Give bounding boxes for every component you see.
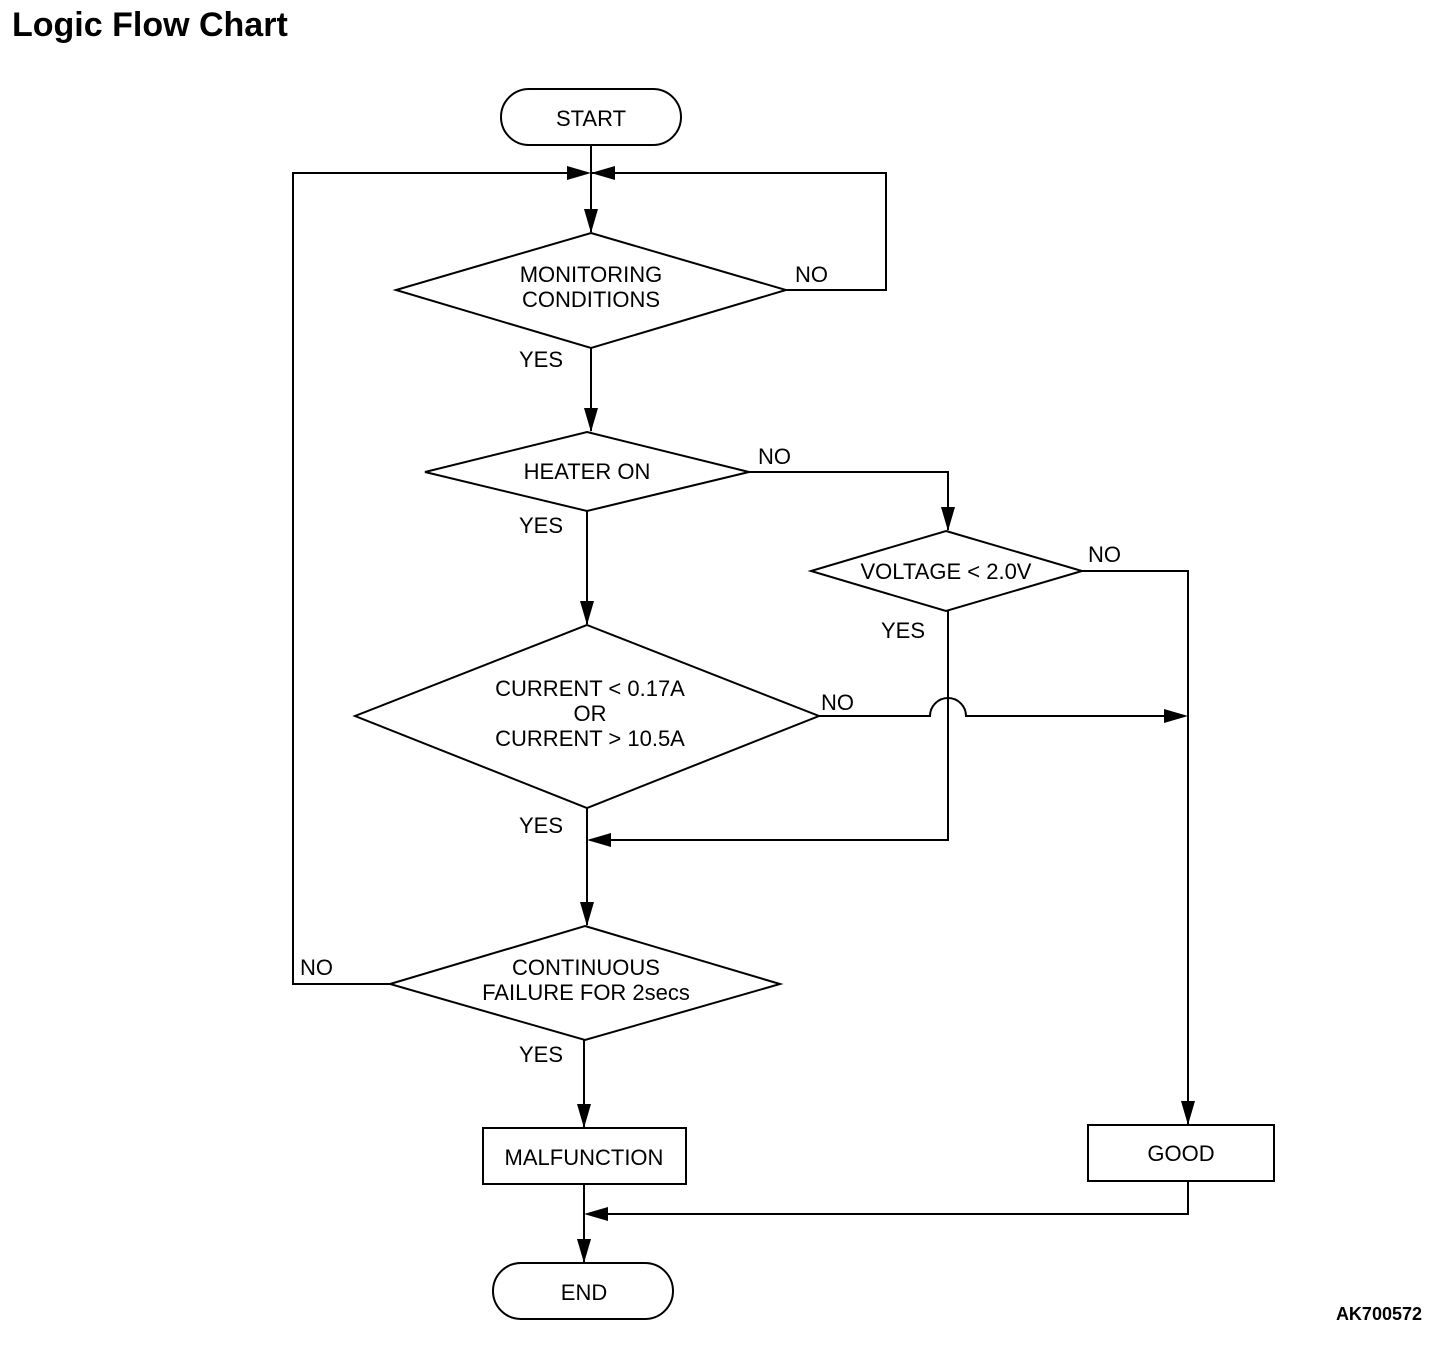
edge-current-no [819,697,1184,717]
node-label: OR [574,701,607,726]
node-monitoring-conditions: MONITORING CONDITIONS [392,231,790,350]
edge-label-monitoring-yes: YES [519,347,563,372]
node-label: CONDITIONS [522,287,660,312]
decision-shape [352,623,822,810]
node-malfunction: MALFUNCTION [482,1127,687,1185]
edge-label-heater-yes: YES [519,513,563,538]
node-label: HEATER ON [524,459,651,484]
decision-shape [386,924,784,1042]
process-shape [482,1127,687,1185]
edge-label-current-yes: YES [519,813,563,838]
edge-label-voltage-yes: YES [881,618,925,643]
node-label: VOLTAGE < 2.0V [861,559,1032,584]
node-label: MONITORING [520,262,663,287]
edge-voltage-yes [590,611,949,841]
arrowhead [941,507,955,531]
node-good: GOOD [1087,1124,1275,1182]
edge-label-current-no: NO [821,690,854,715]
node-label: GOOD [1147,1141,1214,1166]
node-label: CURRENT > 10.5A [495,726,685,751]
node-label: CONTINUOUS [512,955,660,980]
edge-labels: NO YES NO YES NO YES NO YES NO YES [300,262,1121,1067]
edge-label-voltage-no: NO [1088,542,1121,567]
arrowhead [580,601,594,625]
arrowhead [1164,709,1188,723]
arrowhead [577,1104,591,1128]
page-title: Logic Flow Chart [12,6,288,44]
arrowhead [584,1207,608,1221]
node-end: END [492,1262,674,1320]
process-shape [1087,1124,1275,1182]
arrowhead [1181,1101,1195,1125]
node-label: START [556,106,626,131]
arrowheads [567,166,1195,1263]
node-label: CURRENT < 0.17A [495,676,685,701]
node-label: MALFUNCTION [505,1145,664,1170]
arrowhead [580,902,594,926]
edge-label-continuous-yes: YES [519,1042,563,1067]
terminal-shape [500,88,682,146]
edge-good-to-end [588,1181,1189,1215]
edge-label-monitoring-no: NO [795,262,828,287]
edge-voltage-no [1082,570,1189,1124]
arrowhead [577,1239,591,1263]
arrowhead [587,833,611,847]
edge-heater-no [749,471,949,530]
decision-shape [807,529,1086,613]
node-current-check: CURRENT < 0.17A OR CURRENT > 10.5A [352,623,822,810]
decision-shape [392,231,790,350]
terminal-shape [492,1262,674,1320]
edge-continuous-no-loop [292,172,586,985]
edge-label-heater-no: NO [758,444,791,469]
edge-monitoring-no-loop [591,172,887,291]
node-continuous-failure: CONTINUOUS FAILURE FOR 2secs [386,924,784,1042]
arrowhead [567,166,591,180]
node-label: FAILURE FOR 2secs [482,980,690,1005]
arrowhead [584,408,598,432]
node-voltage-check: VOLTAGE < 2.0V [807,529,1086,613]
arrowhead [591,166,615,180]
arrowhead [584,209,598,233]
decision-shape [424,430,750,513]
figure-reference-code: AK700572 [1335,1304,1422,1324]
node-label: END [561,1280,607,1305]
edge-label-continuous-no: NO [300,955,333,980]
node-start: START [500,88,682,146]
node-heater-on: HEATER ON [424,430,750,513]
